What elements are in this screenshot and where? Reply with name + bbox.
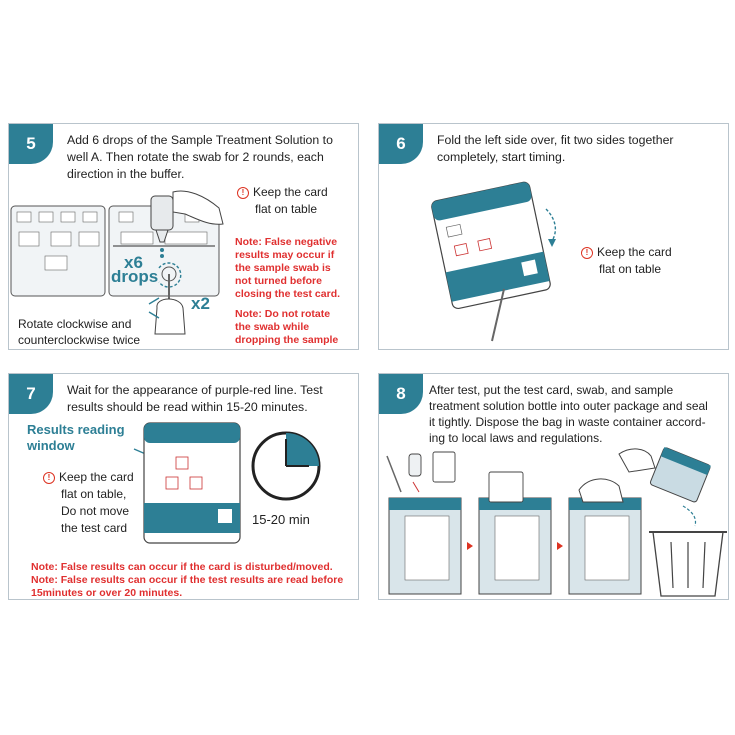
keep-flat-line: Keep the card xyxy=(59,470,134,484)
note-line: the swab while xyxy=(235,321,310,333)
step-8-illustration xyxy=(386,446,727,597)
false-results-note: Note: False results can occur if the car… xyxy=(31,561,344,599)
results-window-line: window xyxy=(27,438,75,453)
step-8-instruction-line: it tightly. Dispose the bag in waste con… xyxy=(429,415,706,429)
step-7-panel: 7 Wait for the appearance of purple-red … xyxy=(8,373,359,600)
swab-handle xyxy=(491,288,505,342)
note-line: dropping the sample xyxy=(235,334,339,346)
step-6-panel: 6 Fold the left side over, fit two sides… xyxy=(378,123,729,350)
rotation-count-label: x2 xyxy=(191,294,210,313)
test-card-left-half xyxy=(10,205,106,297)
hand-icon xyxy=(578,478,624,503)
step-8-instruction-line: treatment solution bottle into outer pac… xyxy=(429,399,708,413)
sample-bottle xyxy=(408,453,422,477)
note-line: Note: False results can occur if the car… xyxy=(31,561,333,573)
note-line: closing the test card. xyxy=(235,288,341,300)
keep-flat-line: flat on table xyxy=(599,262,662,276)
hand-icon xyxy=(618,448,656,473)
timer-clock-icon xyxy=(251,431,321,501)
step-7-number: 7 xyxy=(9,374,53,414)
next-arrow-icon xyxy=(467,542,473,550)
step-5-instruction-line: well A. Then rotate the swab for 2 round… xyxy=(67,150,324,164)
keep-flat-notice: ! Keep the card flat on table, Do not mov… xyxy=(43,469,134,537)
rotate-instruction: Rotate clockwise and counterclockwise tw… xyxy=(18,316,140,348)
step-5-instructions: Add 6 drops of the Sample Treatment Solu… xyxy=(67,132,333,183)
step-7-card-illustration xyxy=(133,422,241,544)
rotate-instruction-line: counterclockwise twice xyxy=(18,333,141,347)
hand-icon xyxy=(172,190,224,225)
swab xyxy=(386,455,402,493)
note-line: Note: False negative xyxy=(235,236,338,248)
note-line: Note: Do not rotate xyxy=(235,308,331,320)
step-8-instructions: After test, put the test card, swab, and… xyxy=(429,382,708,446)
step-5-panel: 5 Add 6 drops of the Sample Treatment So… xyxy=(8,123,359,350)
note-line: not turned before xyxy=(235,275,322,287)
note-line: 15minutes or over 20 minutes. xyxy=(31,587,183,599)
keep-flat-notice: ! Keep the card flat on table xyxy=(237,184,328,218)
drops-word-label: drops xyxy=(111,267,159,286)
fold-arrow-icon xyxy=(545,208,557,242)
dropper-bottle xyxy=(150,195,174,231)
warning-icon: ! xyxy=(237,187,249,199)
drop-arrow-icon xyxy=(682,505,697,527)
timer-label: 15-20 min xyxy=(252,512,310,527)
step-5-number: 5 xyxy=(9,124,53,164)
step-5-instruction-line: direction in the buffer. xyxy=(67,167,185,181)
keep-flat-line: Keep the card xyxy=(597,245,672,259)
note-line: the sample swab is xyxy=(235,262,331,274)
step-7-instruction-line: Wait for the appearance of purple-red li… xyxy=(67,383,323,397)
drops-count-label: x6 xyxy=(124,253,143,272)
keep-flat-line: flat on table, xyxy=(61,487,127,501)
warning-icon: ! xyxy=(581,247,593,259)
step-6-illustration xyxy=(431,181,557,342)
step-8-instruction-line: ing to local laws and regulations. xyxy=(429,431,603,445)
note-line: Note: False results can occur if the tes… xyxy=(31,574,344,586)
warning-icon: ! xyxy=(43,472,55,484)
step-6-number: 6 xyxy=(379,124,423,164)
step-8-panel: 8 After test, put the test card, swab, a… xyxy=(378,373,729,600)
keep-flat-notice: ! Keep the card flat on table xyxy=(581,244,672,278)
false-negative-note: Note: False negative results may occur i… xyxy=(235,236,340,301)
note-line: results may occur if xyxy=(235,249,335,261)
keep-flat-line: the test card xyxy=(61,521,128,535)
next-arrow-icon xyxy=(557,542,563,550)
results-window-line: Results reading xyxy=(27,422,125,437)
step-7-instructions: Wait for the appearance of purple-red li… xyxy=(67,382,323,416)
step-7-instruction-line: results should be read within 15-20 minu… xyxy=(67,400,308,414)
step-8-number: 8 xyxy=(379,374,423,414)
step-5-illustration xyxy=(10,190,224,335)
step-6-instruction-line: Fold the left side over, fit two sides t… xyxy=(437,133,674,147)
rotation-arrow-icon xyxy=(158,262,182,288)
keep-flat-line: Do not move xyxy=(61,504,130,518)
step-8-instruction-line: After test, put the test card, swab, and… xyxy=(429,383,674,397)
hand-icon xyxy=(154,298,186,335)
keep-flat-line: flat on table xyxy=(255,202,318,216)
step-6-instruction-line: completely, start timing. xyxy=(437,150,566,164)
rotate-instruction-line: Rotate clockwise and xyxy=(18,317,132,331)
do-not-rotate-note: Note: Do not rotate the swab while dropp… xyxy=(235,308,338,347)
step-6-instructions: Fold the left side over, fit two sides t… xyxy=(437,132,674,166)
results-window-label: Results reading window xyxy=(27,422,125,454)
keep-flat-line: Keep the card xyxy=(253,185,328,199)
test-card-item xyxy=(432,451,456,483)
step-5-instruction-line: Add 6 drops of the Sample Treatment Solu… xyxy=(67,133,333,147)
